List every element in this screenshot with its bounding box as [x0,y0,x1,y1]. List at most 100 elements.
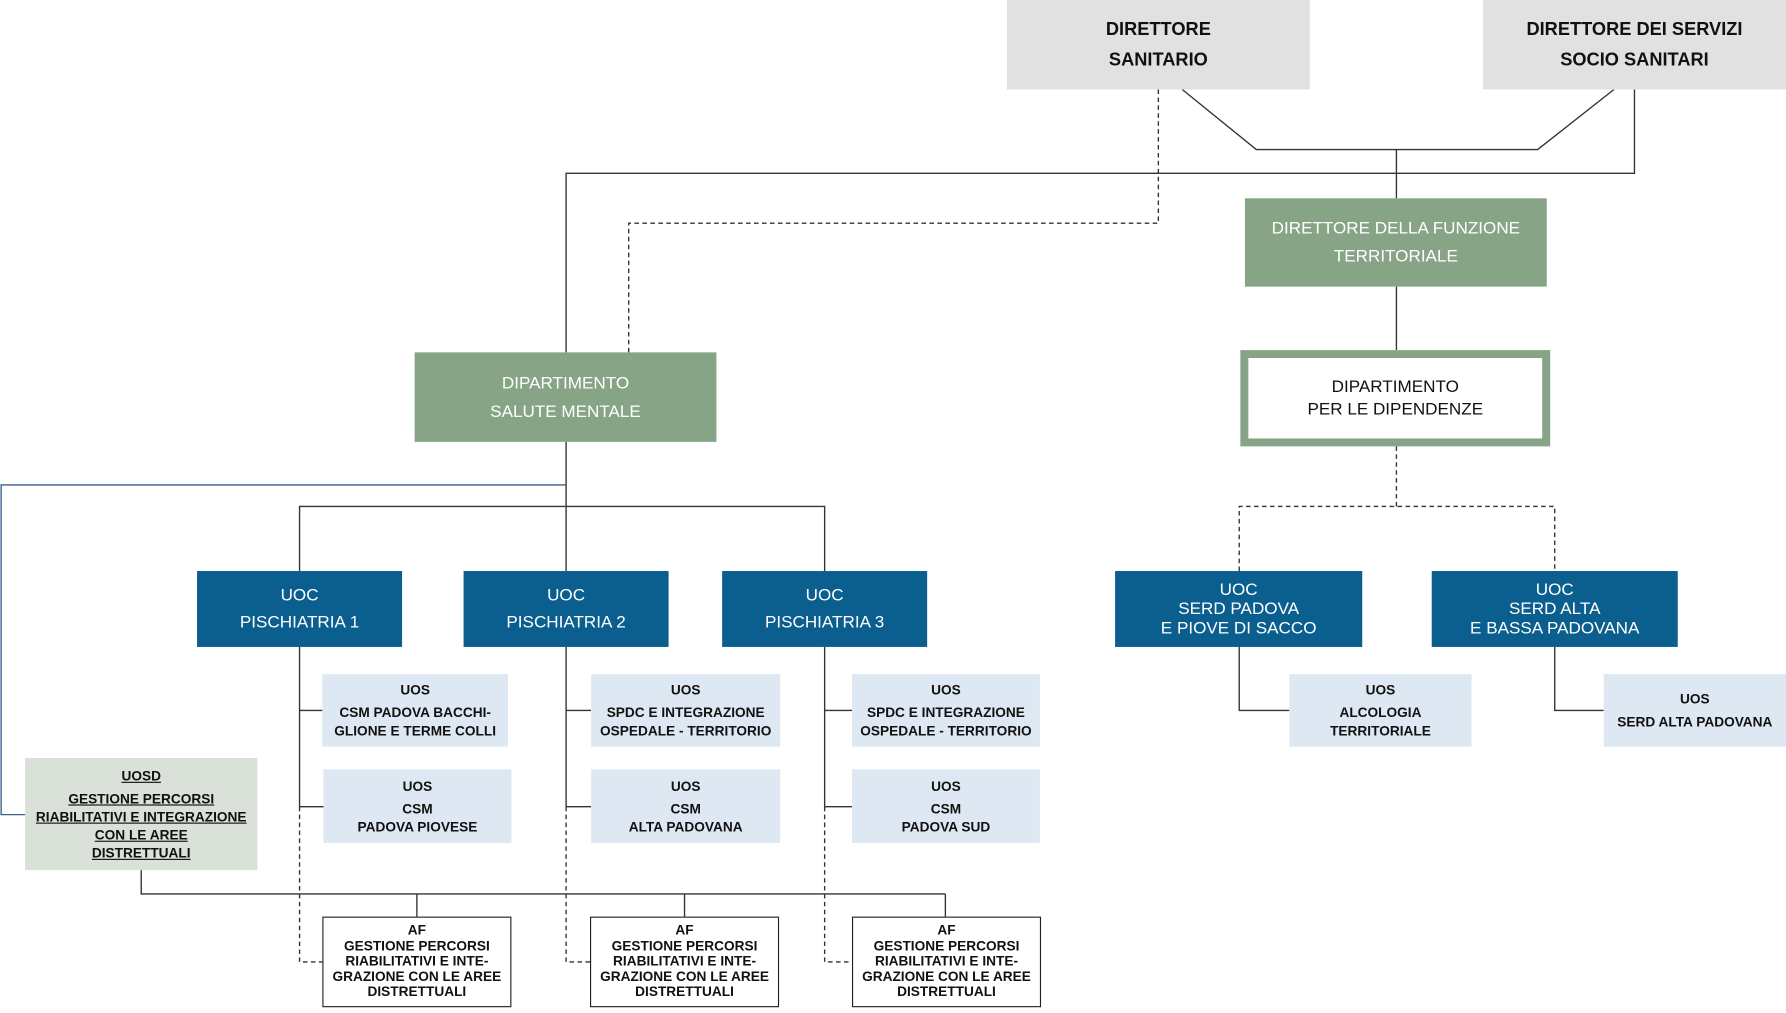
box-line: GRAZIONE CON LE AREE [862,968,1031,985]
box-line: OSPEDALE - TERRITORIO [599,722,772,739]
connector-dsm-to-uosd [0,484,567,816]
box-line: AF [675,922,694,939]
dashed-p3-to-af3 [823,806,852,963]
dipartimento-dipendenze-box: DIPARTIMENTO PER LE DIPENDENZE [1240,350,1551,447]
box-line: UOC [280,585,319,605]
box-line: SERD PADOVA [1178,599,1300,619]
box-line: DISTRETTUALI [635,983,734,1000]
funzione-territoriale-box: DIRETTORE DELLA FUNZIONE TERRITORIALE [1244,198,1547,287]
box-line: UOS [1680,691,1710,707]
box-line: DIPARTIMENTO [1331,376,1459,396]
box-line: GESTIONE PERCORSI [68,790,215,807]
box-line: UOS [931,777,961,794]
box-line: PADOVA PIOVESE [357,818,478,835]
box-line: UOC [547,585,586,605]
box-line: CSM PADOVA BACCHI- [339,704,491,721]
connector-serd-alta-uos [1554,646,1604,712]
box-line: ALTA PADOVANA [628,818,743,835]
uoc-psichiatria-2-box: UOC PISCHIATRIA 2 [463,571,669,647]
connector-psichiatria-bus [298,505,826,572]
uos-csm-bacchiglione-box: UOS CSM PADOVA BACCHI- GLIONE E TERME CO… [322,674,508,747]
box-line: RIABILITATIVI E INTE- [613,953,757,969]
box-line: DIPARTIMENTO [501,373,630,393]
connector-servizi-to-dsm [565,89,1636,353]
box-line: CSM [930,800,962,817]
af-box-1: AF GESTIONE PERCORSI RIABILITATIVI E INT… [322,916,512,1008]
box-line: RIABILITATIVI E INTE- [875,953,1019,969]
box-line: ALCOLOGIA [1339,704,1422,721]
box-line: UOC [1535,580,1574,600]
box-line: GLIONE E TERME COLLI [334,722,497,739]
box-line: SOCIO SANITARI [1560,50,1709,70]
uos-csm-piovese-box: UOS CSM PADOVA PIOVESE [323,769,512,843]
uoc-serd-padova-box: UOC SERD PADOVA E PIOVE DI SACCO [1115,571,1363,647]
box-line: CSM [670,800,701,817]
uos-spdc-p3-box: UOS SPDC E INTEGRAZIONE OSPEDALE - TERRI… [851,674,1040,747]
box-line: UOS [670,777,701,794]
box-line: UOS [402,777,433,794]
box-line: DISTRETTUALI [367,983,467,1000]
box-line: PADOVA SUD [901,818,991,835]
box-line: RIABILITATIVI E INTE- [345,953,489,969]
box-line: OSPEDALE - TERRITORIO [860,722,1032,739]
box-line: SERD ALTA [1508,599,1601,619]
connector-serd-padova-alcologia [1238,646,1290,712]
uoc-psichiatria-1-box: UOC PISCHIATRIA 1 [197,571,403,647]
direttore-servizi-box: DIRETTORE DEI SERVIZI SOCIO SANITARI [1482,0,1786,90]
box-line: DISTRETTUALI [897,983,996,1000]
uos-alcologia-box: UOS ALCOLOGIA TERRITORIALE [1289,674,1472,747]
box-line: UOS [400,682,430,698]
box-line: DISTRETTUALI [91,844,191,861]
box-line: E BASSA PADOVANA [1470,618,1640,638]
box-line: SALUTE MENTALE [490,401,641,421]
box-line: SPDC E INTEGRAZIONE [866,704,1025,721]
box-line: GRAZIONE CON LE AREE [600,968,769,985]
box-line: DIRETTORE [1105,19,1211,40]
box-line: UOS [931,682,961,698]
box-line: UOC [1219,580,1258,600]
dashed-p1-to-af1 [298,806,323,963]
box-line: AF [937,922,956,939]
connector-uosd-af-bus [140,870,946,895]
uos-spdc-p2-box: UOS SPDC E INTEGRAZIONE OSPEDALE - TERRI… [591,674,781,747]
connector-sanitario-to-junction [1181,88,1615,151]
uos-csm-sud-box: UOS CSM PADOVA SUD [851,769,1040,843]
box-line: CSM [402,800,433,817]
box-line: GRAZIONE CON LE AREE [332,968,502,985]
uoc-psichiatria-3-box: UOC PISCHIATRIA 3 [722,571,928,647]
box-line: SANITARIO [1108,50,1208,70]
box-line: UOC [805,585,844,605]
box-line: DIRETTORE DELLA FUNZIONE [1271,218,1521,238]
box-line: PISCHIATRIA 1 [239,612,360,632]
box-line: E PIOVE DI SACCO [1160,618,1317,638]
box-line: GESTIONE PERCORSI [611,937,758,954]
box-line: SERD ALTA PADOVANA [1617,713,1773,730]
box-line: UOS [1365,682,1396,698]
uosd-gestione-percorsi-box: UOSD GESTIONE PERCORSI RIABILITATIVI E I… [25,757,258,871]
dashed-p2-to-af2 [565,806,591,963]
box-line: DIRETTORE DEI SERVIZI [1526,19,1743,40]
direttore-sanitario-box: DIRETTORE SANITARIO [1006,0,1310,90]
box-line: GESTIONE PERCORSI [873,937,1020,954]
dashed-serd-bus [1238,505,1556,572]
box-line: UOSD [121,767,161,784]
box-line: RIABILITATIVI E INTEGRAZIONE [35,808,247,825]
box-line: TERRITORIALE [1330,722,1431,739]
box-line: GESTIONE PERCORSI [343,937,490,954]
box-line: PISCHIATRIA 3 [764,612,885,632]
box-line: AF [407,922,426,939]
dashed-sanitario-to-dsm [628,89,1160,353]
af-box-2: AF GESTIONE PERCORSI RIABILITATIVI E INT… [590,916,780,1008]
uos-serd-alta-padovana-box: UOS SERD ALTA PADOVANA [1603,674,1786,747]
box-line: SPDC E INTEGRAZIONE [606,704,765,721]
box-line: PER LE DIPENDENZE [1307,399,1484,419]
dipartimento-salute-mentale-box: DIPARTIMENTO SALUTE MENTALE [414,352,717,442]
af-box-3: AF GESTIONE PERCORSI RIABILITATIVI E INT… [851,916,1042,1008]
box-line: TERRITORIALE [1333,246,1458,267]
uos-csm-alta-box: UOS CSM ALTA PADOVANA [591,769,781,843]
box-line: CON LE AREE [94,826,188,843]
box-line: PISCHIATRIA 2 [506,612,626,632]
uoc-serd-alta-box: UOC SERD ALTA E BASSA PADOVANA [1431,571,1678,647]
